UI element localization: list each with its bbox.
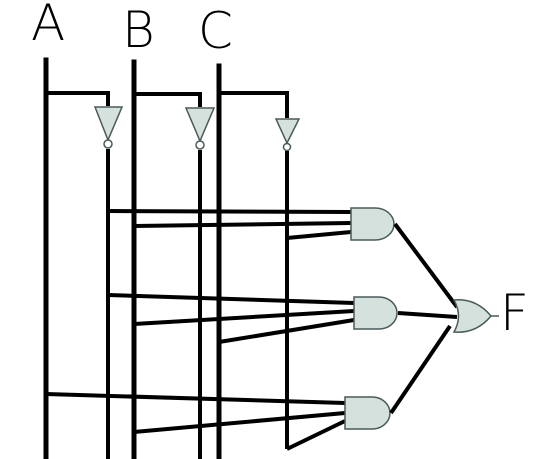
not-gate-a xyxy=(93,106,124,149)
not-gate-b-bubble xyxy=(195,140,205,150)
input-label-b: B xyxy=(122,1,155,59)
wire-and1-in3 xyxy=(286,230,352,240)
not-gate-c-bubble xyxy=(282,142,292,152)
not-gate-a-body xyxy=(93,106,124,142)
input-label-a: A xyxy=(31,0,65,52)
or-gate xyxy=(452,299,492,333)
wire-a-to-not-a xyxy=(46,91,110,106)
wire-and1-in2 xyxy=(133,221,352,228)
not-gate-c xyxy=(274,118,301,152)
wire-and2-in1 xyxy=(107,293,355,305)
not-gate-b xyxy=(184,107,216,150)
wire-and3-in3 xyxy=(286,419,346,451)
wire-and1-in1 xyxy=(107,209,352,214)
wire-and3-in2 xyxy=(133,411,346,434)
wire-and2-in3 xyxy=(218,318,355,344)
not-gate-b-body xyxy=(184,107,216,143)
not-gate-c-body xyxy=(274,118,301,145)
input-label-c: C xyxy=(198,2,233,60)
not-gate-a-bubble xyxy=(103,139,113,149)
wire-and1-to-or xyxy=(393,222,459,309)
wire-and3-in1 xyxy=(45,392,346,405)
wire-c-to-not-c xyxy=(219,91,289,118)
and-gate-2 xyxy=(353,296,398,330)
output-label-f: F xyxy=(500,284,529,342)
wire-and2-to-or xyxy=(397,311,458,319)
wire-and3-to-or xyxy=(389,324,452,415)
wire-and2-in2 xyxy=(133,309,355,326)
and-gate-3 xyxy=(344,396,391,430)
and-gate-1 xyxy=(350,207,395,241)
wire-b-to-not-b xyxy=(134,92,202,107)
